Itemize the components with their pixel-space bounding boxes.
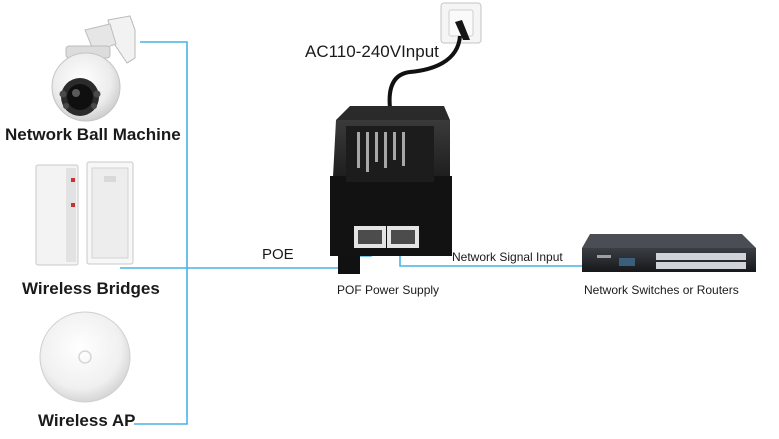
ac-input-label: AC110-240VInput: [305, 42, 439, 61]
camera-link-line: [140, 41, 188, 268]
camera-label: Network Ball Machine: [5, 125, 181, 144]
ac-power-cable: [387, 35, 462, 109]
poe-injector-icon: [330, 106, 452, 274]
injector-text-marks: [357, 132, 405, 172]
ap-link-line: [134, 268, 188, 425]
network-switch-icon: [582, 234, 756, 272]
switch-label: Network Switches or Routers: [584, 283, 739, 297]
ceiling-access-point-icon: [39, 311, 131, 403]
switch-port-grid: [656, 253, 746, 269]
wireless-bridge-icon: [35, 161, 134, 266]
signal-input-label: Network Signal Input: [452, 250, 563, 264]
wall-outlet-icon: [440, 2, 482, 44]
poe-label: POE: [262, 246, 294, 263]
bridges-label: Wireless Bridges: [22, 279, 160, 298]
ap-label: Wireless AP: [38, 411, 136, 430]
injector-label: POF Power Supply: [337, 283, 440, 297]
dome-camera-icon: [51, 15, 136, 122]
